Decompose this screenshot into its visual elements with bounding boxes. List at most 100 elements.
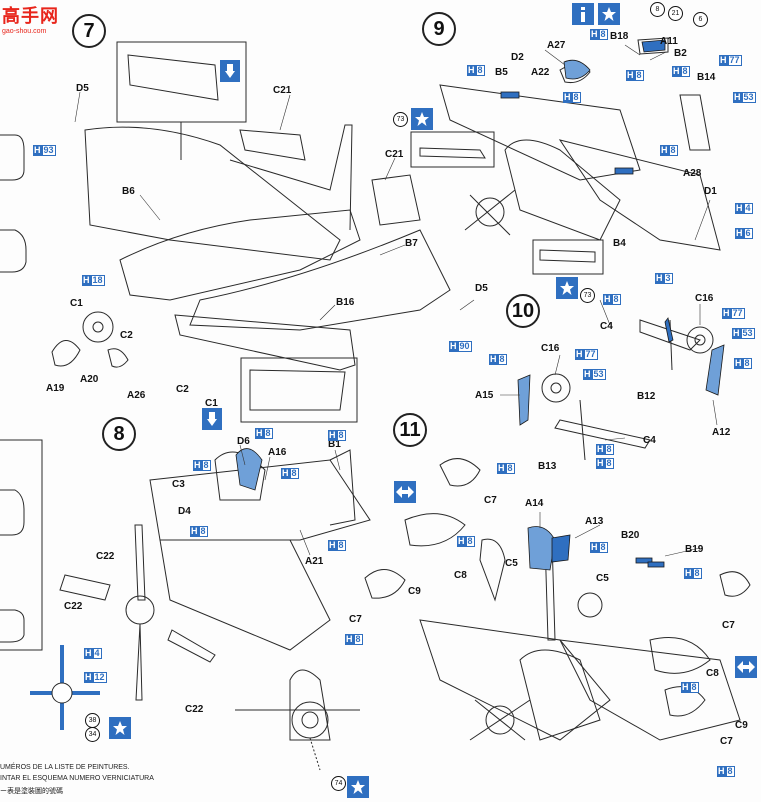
part-label: C21 <box>385 149 404 160</box>
part-label: A27 <box>547 40 566 51</box>
part-label: C5 <box>505 558 518 569</box>
paint-code-letter: H <box>82 275 91 286</box>
paint-code-number: 77 <box>727 55 742 66</box>
paint-code-number: 8 <box>611 294 621 305</box>
paint-code-number: 8 <box>742 358 752 369</box>
part-label: B13 <box>538 461 557 472</box>
paint-code-number: 8 <box>497 354 507 365</box>
part-label: A15 <box>475 390 494 401</box>
paint-code-number: 8 <box>598 542 608 553</box>
paint-code-letter: H <box>84 672 93 683</box>
paint-code-letter: H <box>255 428 264 439</box>
part-label: B18 <box>610 31 629 42</box>
part-label: A13 <box>585 516 604 527</box>
paint-code-letter: H <box>583 369 592 380</box>
part-label: D6 <box>237 436 250 447</box>
paint-code-letter: H <box>655 273 664 284</box>
paint-code-number: 8 <box>198 526 208 537</box>
paint-code-letter: H <box>193 460 202 471</box>
decal-34-marker: 34 <box>85 727 100 742</box>
part-label: D4 <box>178 506 191 517</box>
part-label: C2 <box>176 384 189 395</box>
part-label: C4 <box>643 435 656 446</box>
paint-code-letter: H <box>457 536 466 547</box>
paint-code-number: 8 <box>692 568 702 579</box>
step-number-7: 7 <box>72 14 106 48</box>
paint-code-letter: H <box>489 354 498 365</box>
part-label: A19 <box>46 383 65 394</box>
paint-code-number: 8 <box>336 430 346 441</box>
decal-6-marker: 6 <box>693 12 708 27</box>
paint-code-letter: H <box>590 29 599 40</box>
part-label: A28 <box>683 168 702 179</box>
decal-star-icon <box>347 776 369 798</box>
decal-star-icon <box>411 108 433 130</box>
paint-code-letter: H <box>735 203 744 214</box>
decal-38-marker: 38 <box>85 713 100 728</box>
part-label: A14 <box>525 498 544 509</box>
paint-code-letter: H <box>33 145 42 156</box>
paint-code-number: 6 <box>743 228 753 239</box>
paint-code-letter: H <box>563 92 572 103</box>
watermark-url: gao-shou.com <box>2 28 47 35</box>
watermark-logo: 高手网 gao-shou.com <box>2 2 70 36</box>
part-label: A12 <box>712 427 731 438</box>
part-label: D5 <box>475 283 488 294</box>
step-number-8: 8 <box>102 417 136 451</box>
paint-code-number: 8 <box>604 444 614 455</box>
part-label: B2 <box>674 48 687 59</box>
paint-code-number: 8 <box>680 66 690 77</box>
paint-code-number: 4 <box>92 648 102 659</box>
part-label: A26 <box>127 390 146 401</box>
paint-code-letter: H <box>497 463 506 474</box>
paint-code-letter: H <box>733 92 742 103</box>
cement-icon <box>202 408 222 430</box>
part-label: D5 <box>76 83 89 94</box>
paint-code-number: 8 <box>634 70 644 81</box>
paint-code-number: 8 <box>475 65 485 76</box>
cement-icon <box>220 60 240 82</box>
decal-73-marker: 73 <box>580 288 595 303</box>
part-label: C7 <box>484 495 497 506</box>
paint-code-letter: H <box>590 542 599 553</box>
paint-code-letter: H <box>735 228 744 239</box>
part-label: D2 <box>511 52 524 63</box>
part-label: B4 <box>613 238 626 249</box>
part-label: C8 <box>706 668 719 679</box>
paint-code-number: 4 <box>743 203 753 214</box>
paint-code-number: 77 <box>583 349 598 360</box>
part-label: C22 <box>185 704 204 715</box>
paint-code-number: 18 <box>90 275 105 286</box>
part-label: C7 <box>720 736 733 747</box>
part-label: B7 <box>405 238 418 249</box>
double-arrow-icon <box>394 481 416 503</box>
part-label: B20 <box>621 530 640 541</box>
part-label: A11 <box>660 36 678 47</box>
paint-code-letter: H <box>681 682 690 693</box>
part-label: C21 <box>273 85 292 96</box>
